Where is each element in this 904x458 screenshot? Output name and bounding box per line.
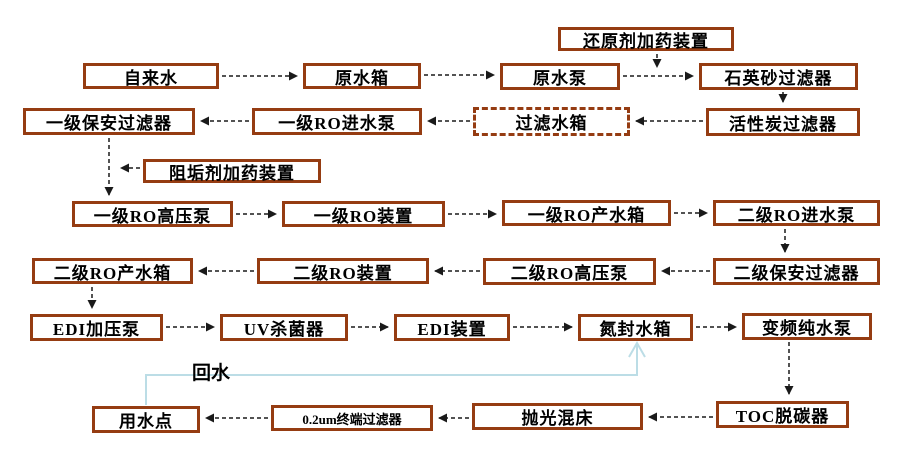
node-stage1-ro-unit: 一级RO装置 (282, 201, 445, 227)
node-raw-water-pump: 原水泵 (500, 63, 620, 90)
node-antiscalant-dosing-device: 阻垢剂加药装置 (143, 159, 321, 183)
node-stage1-ro-feed-pump: 一级RO进水泵 (252, 108, 422, 135)
return-line-arrowhead (628, 340, 646, 358)
node-raw-water-tank: 原水箱 (303, 63, 421, 89)
node-filtered-water-tank: 过滤水箱 (473, 107, 630, 136)
node-polishing-mixed-bed: 抛光混床 (472, 403, 643, 430)
node-use-point: 用水点 (92, 406, 200, 433)
node-terminal-filter-02um: 0.2um终端过滤器 (271, 405, 433, 431)
return-water-line (145, 340, 646, 405)
node-toc-decarbonizer: TOC脱碳器 (716, 401, 849, 428)
node-stage2-ro-unit: 二级RO装置 (257, 258, 429, 284)
node-stage2-ro-high-pressure-pump: 二级RO高压泵 (483, 258, 656, 285)
node-uv-sterilizer: UV杀菌器 (220, 314, 348, 341)
node-edi-boost-pump: EDI加压泵 (30, 314, 163, 341)
node-vfd-pure-water-pump: 变频纯水泵 (742, 313, 872, 340)
node-reducing-agent-dosing-device: 还原剂加药装置 (558, 27, 734, 51)
return-water-label: 回水 (192, 363, 231, 384)
node-stage2-ro-feed-pump: 二级RO进水泵 (713, 200, 880, 226)
node-stage1-ro-high-pressure-pump: 一级RO高压泵 (72, 201, 233, 227)
node-stage2-ro-product-tank: 二级RO产水箱 (32, 258, 193, 284)
node-tap-water: 自来水 (83, 63, 219, 89)
node-nitrogen-sealed-tank: 氮封水箱 (578, 314, 693, 341)
dashed-flow-arrows (87, 54, 794, 423)
node-edi-unit: EDI装置 (394, 314, 510, 341)
node-stage1-security-filter: 一级保安过滤器 (23, 108, 195, 135)
node-stage2-security-filter: 二级保安过滤器 (713, 258, 880, 285)
node-stage1-ro-product-tank: 一级RO产水箱 (502, 200, 671, 226)
node-quartz-sand-filter: 石英砂过滤器 (699, 63, 858, 90)
node-activated-carbon-filter: 活性炭过滤器 (706, 108, 860, 136)
